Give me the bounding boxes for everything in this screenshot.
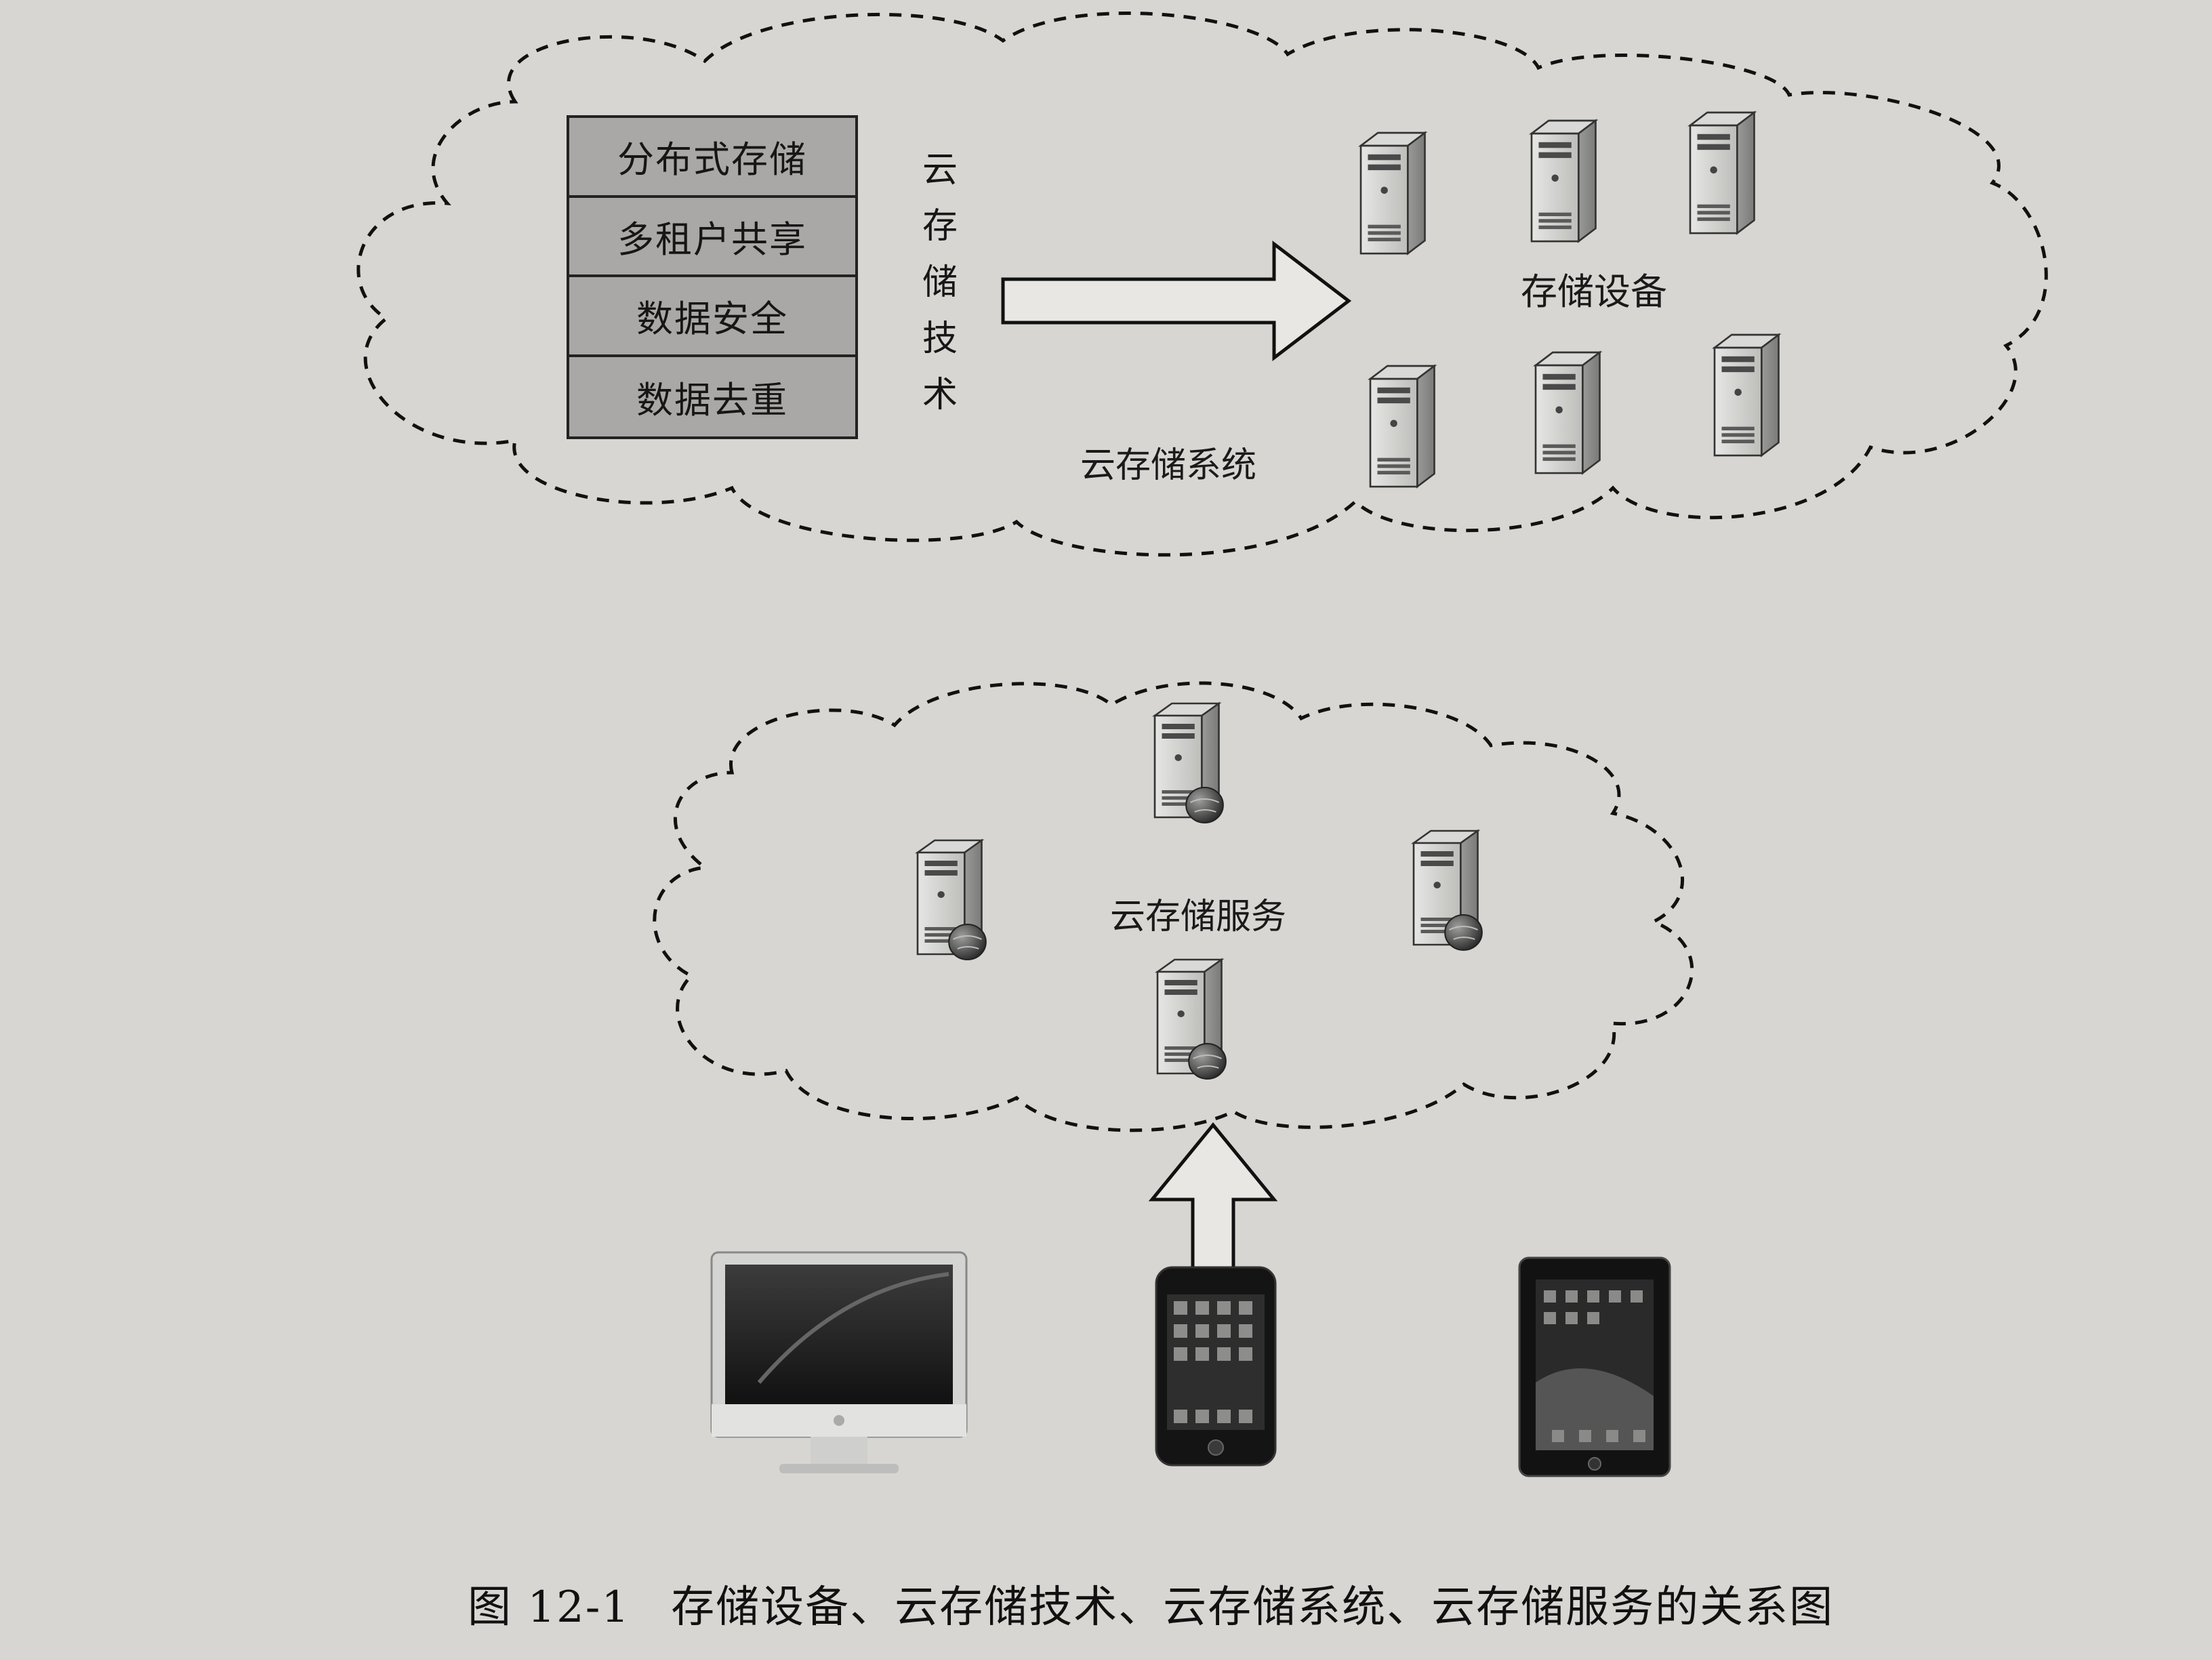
storage-server-4 bbox=[1369, 365, 1435, 488]
service-server-bottom bbox=[1158, 960, 1226, 1079]
cloud-storage-service-label: 云存储服务 bbox=[1110, 897, 1287, 937]
arrow-up bbox=[1148, 1122, 1278, 1276]
cloud-storage-technology-label: 云 存 储 技 术 bbox=[916, 142, 964, 424]
storage-server-5 bbox=[1534, 351, 1601, 474]
storage-devices-label: 存储设备 bbox=[1521, 270, 1667, 313]
technology-stack: 分布式存储 多租户共享 数据安全 数据去重 bbox=[567, 115, 858, 439]
cloud-storage-service-cloud bbox=[653, 681, 1694, 1132]
vertical-char: 术 bbox=[922, 375, 958, 415]
cloud-storage-system-cloud bbox=[356, 12, 2048, 557]
cloud-storage-system-label: 云存储系统 bbox=[1080, 445, 1257, 486]
service-server-left bbox=[918, 840, 986, 960]
smartphone-icon bbox=[1155, 1266, 1277, 1467]
storage-server-3 bbox=[1689, 111, 1755, 234]
vertical-char: 云 bbox=[922, 150, 958, 190]
vertical-char: 存 bbox=[922, 206, 958, 247]
service-server-right bbox=[1414, 831, 1482, 950]
arrow-right bbox=[1001, 240, 1352, 362]
stack-item-distributed-storage: 分布式存储 bbox=[569, 118, 855, 198]
stack-item-multi-tenant-sharing: 多租户共享 bbox=[569, 198, 855, 277]
figure-number: 图 12-1 bbox=[468, 1582, 631, 1633]
storage-server-1 bbox=[1359, 131, 1426, 255]
figure-caption: 图 12-1 存储设备、云存储技术、云存储系统、云存储服务的关系图 bbox=[468, 1572, 1834, 1635]
stack-item-data-dedup: 数据去重 bbox=[636, 378, 788, 422]
storage-server-6 bbox=[1713, 333, 1780, 457]
stack-item-data-security: 数据安全 bbox=[569, 277, 855, 357]
desktop-monitor-icon bbox=[710, 1251, 968, 1473]
tablet-icon bbox=[1518, 1256, 1671, 1477]
service-server-top bbox=[1155, 703, 1223, 823]
storage-server-2 bbox=[1530, 119, 1597, 243]
figure-caption-text: 存储设备、云存储技术、云存储系统、云存储服务的关系图 bbox=[671, 1582, 1835, 1633]
vertical-char: 储 bbox=[922, 262, 958, 303]
vertical-char: 技 bbox=[922, 319, 958, 359]
